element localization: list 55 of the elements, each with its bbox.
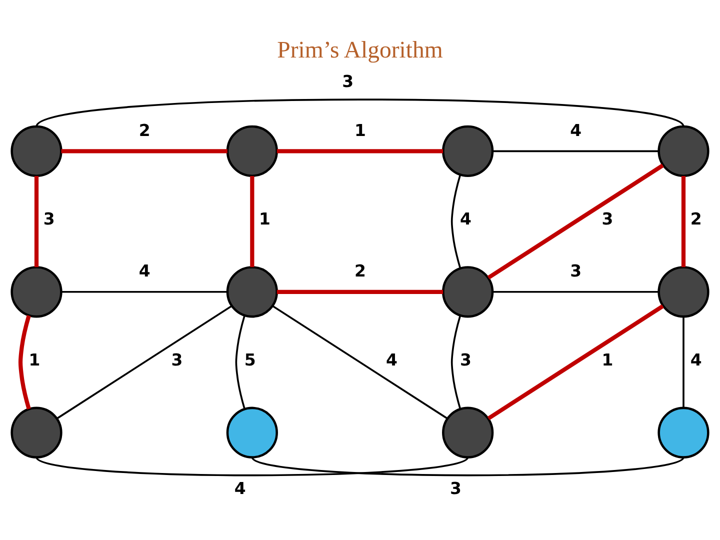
edge-label: 3 <box>450 478 462 498</box>
connector <box>252 456 684 476</box>
connector <box>450 174 462 268</box>
connector <box>681 175 686 267</box>
connector <box>450 314 462 409</box>
edge-label: 4 <box>138 261 150 280</box>
node-circle <box>658 406 710 458</box>
node-circle <box>658 124 710 176</box>
edge-label: 3 <box>171 350 183 369</box>
connector <box>18 314 31 409</box>
node-circle <box>442 266 494 318</box>
edge-label: 2 <box>354 261 366 280</box>
connector <box>56 304 232 419</box>
connector <box>61 148 228 153</box>
edge-label: 5 <box>244 350 256 369</box>
edge-label: 3 <box>43 209 55 228</box>
edge-label: 4 <box>570 120 582 140</box>
node-circle <box>442 406 494 458</box>
connector <box>276 148 444 153</box>
edge-label: 4 <box>690 350 702 369</box>
edge-label: 4 <box>386 350 398 369</box>
connector <box>61 290 228 292</box>
edge-label: 2 <box>138 120 150 140</box>
edge-label: 3 <box>342 72 354 91</box>
node-circle <box>226 124 278 176</box>
connector <box>36 98 684 127</box>
edge-label: 4 <box>460 209 472 228</box>
edge-label: 4 <box>234 478 246 498</box>
connector <box>272 304 448 419</box>
diagram-title: Prim’s Algorithm <box>277 36 443 63</box>
connector <box>487 163 664 279</box>
edge-label: 1 <box>602 350 614 369</box>
edge-label: 3 <box>602 209 614 228</box>
node-circle <box>226 406 278 458</box>
node-circle <box>442 124 494 176</box>
node-circle <box>658 266 710 318</box>
node-circle <box>10 406 62 458</box>
connector <box>36 456 468 476</box>
node-circle <box>226 266 278 318</box>
connector <box>492 290 659 292</box>
node-circle <box>10 124 62 176</box>
edge-label: 2 <box>690 209 702 228</box>
edge-label: 1 <box>259 209 270 228</box>
connector <box>682 316 684 408</box>
edge-label: 1 <box>354 120 366 140</box>
connector <box>34 175 39 267</box>
edge-label: 3 <box>570 261 582 280</box>
connector <box>492 150 659 152</box>
node-circle <box>10 266 62 318</box>
connector <box>235 314 246 409</box>
connector <box>250 175 254 267</box>
connector <box>276 289 444 294</box>
edge-label: 3 <box>460 350 472 369</box>
edge-label: 1 <box>28 350 40 369</box>
connector <box>487 304 664 420</box>
